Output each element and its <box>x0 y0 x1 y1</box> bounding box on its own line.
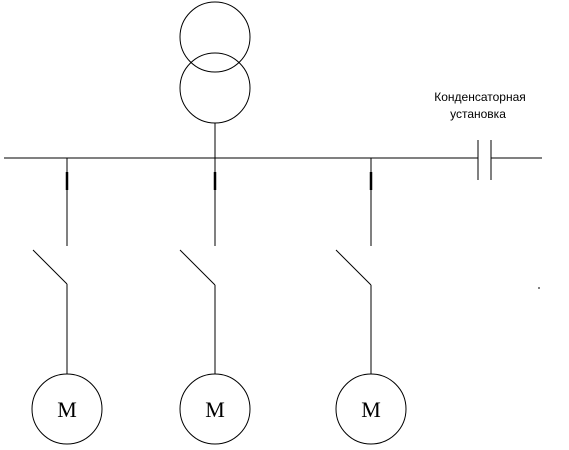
motor-2-circle <box>179 373 251 445</box>
capacitor-label-line-1: Конденсаторная <box>434 90 526 104</box>
transformer-secondary-winding <box>179 52 251 124</box>
motor-1-label: M <box>57 397 77 422</box>
motor-3-circle <box>335 373 407 445</box>
feeder-2 <box>179 158 251 445</box>
feeder-2-switch-blade <box>179 249 216 286</box>
feeder-3 <box>335 158 407 445</box>
transformer-symbol <box>179 1 251 158</box>
feeder-1 <box>31 158 103 445</box>
motor-3-label: M <box>361 397 381 422</box>
motor-2-label: M <box>205 397 225 422</box>
motor-1-circle <box>31 373 103 445</box>
capacitor-label-line-2: установка <box>450 107 506 121</box>
transformer-primary-winding <box>179 1 251 73</box>
feeder-1-switch-blade <box>32 249 68 285</box>
feeder-3-switch-blade <box>335 249 372 286</box>
capacitor-bank-symbol <box>477 140 542 180</box>
